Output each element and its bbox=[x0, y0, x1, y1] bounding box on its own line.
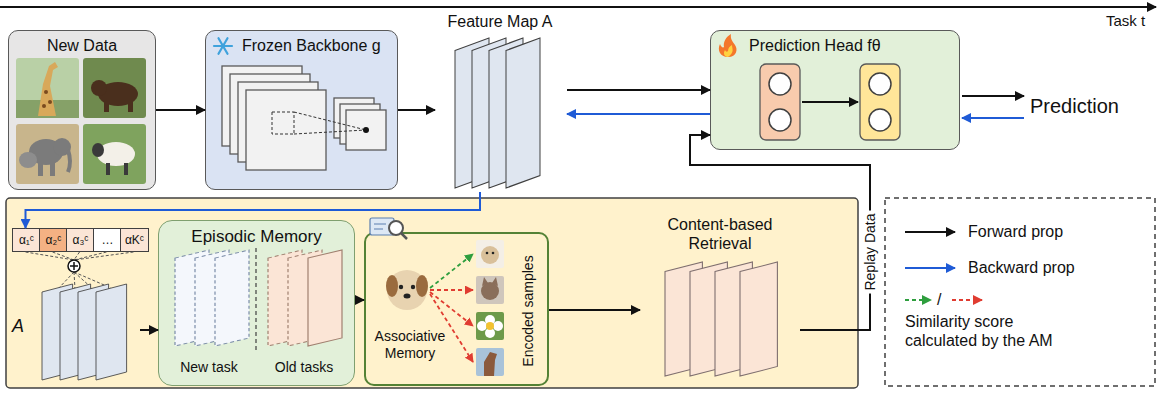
legend-sample bbox=[905, 267, 955, 269]
arrow-connector bbox=[355, 299, 364, 301]
legend-sample bbox=[952, 299, 982, 301]
weighting-lines bbox=[26, 252, 134, 290]
cat-photo bbox=[476, 276, 504, 304]
weight-cell: α₁ᶜ bbox=[12, 228, 41, 252]
conv-kernel bbox=[272, 112, 369, 134]
edge-label: Replay Data bbox=[862, 210, 879, 293]
legend-text: Backward prop bbox=[968, 258, 1138, 277]
associative-memory-box: Associative Memory Encoded samples bbox=[364, 232, 549, 386]
weight-cell: αKᶜ bbox=[120, 228, 149, 252]
arrow-connector bbox=[567, 89, 710, 91]
gradient-arrow bbox=[962, 117, 1024, 119]
box-title: New Data bbox=[9, 36, 155, 55]
horse-photo bbox=[476, 348, 504, 376]
fire-icon bbox=[719, 34, 737, 57]
box-title: Frozen Backbone g bbox=[242, 36, 394, 55]
arrow-connector bbox=[140, 329, 158, 331]
legend-sample bbox=[905, 231, 955, 233]
weight-symbol: … bbox=[94, 233, 121, 247]
mlp-layers bbox=[760, 64, 900, 140]
retrieved-maps bbox=[665, 262, 777, 376]
memory-label: Associative Memory bbox=[366, 328, 454, 362]
output-arrow bbox=[962, 95, 1024, 97]
map-title: Content-based Retrieval bbox=[660, 215, 780, 253]
bear-photo bbox=[83, 58, 146, 118]
weight-symbol: αKᶜ bbox=[121, 233, 148, 247]
feature-map-stack bbox=[455, 38, 540, 188]
weight-symbol: α₂ᶜ bbox=[40, 233, 67, 247]
query-puppy bbox=[386, 270, 428, 310]
weight-cell: α₂ᶜ bbox=[39, 228, 68, 252]
flower-photo bbox=[476, 312, 504, 340]
timeline-label: Task t bbox=[1106, 12, 1156, 30]
snowflake-icon bbox=[214, 38, 232, 54]
fire-icon bbox=[724, 45, 733, 57]
search-icon bbox=[370, 218, 407, 239]
box-title: Prediction Head fθ bbox=[749, 36, 955, 55]
conv-layers bbox=[222, 66, 386, 170]
sheep-photo bbox=[83, 124, 146, 184]
memory-panel bbox=[6, 198, 858, 388]
section-label: Old tasks bbox=[259, 359, 349, 376]
output-label: Prediction bbox=[1030, 94, 1156, 118]
feature-map-stack bbox=[42, 284, 127, 380]
similarity-arrows bbox=[430, 254, 473, 362]
weight-cell: α₃ᶜ bbox=[66, 228, 95, 252]
weight-cell: … bbox=[93, 228, 122, 252]
legend-text: Forward prop bbox=[968, 222, 1138, 241]
legend-text: Similarity score calculated by the AM bbox=[905, 312, 1080, 350]
box-title: Episodic Memory bbox=[159, 227, 354, 247]
old-task-maps bbox=[268, 250, 342, 346]
weight-symbol: α₃ᶜ bbox=[67, 233, 94, 247]
divider-line bbox=[255, 248, 256, 352]
arrow-connector bbox=[567, 113, 710, 115]
sum-symbol bbox=[68, 260, 80, 272]
dog-photo bbox=[476, 240, 504, 268]
arrow-connector bbox=[26, 192, 481, 228]
samples-label: Encoded samples bbox=[520, 251, 537, 371]
map-title: Feature Map A bbox=[435, 12, 565, 31]
map-symbol: A bbox=[12, 316, 34, 338]
arrow-connector bbox=[690, 135, 870, 330]
elephant-photo bbox=[16, 124, 79, 184]
arrow-connector bbox=[549, 309, 640, 311]
weight-symbol: α₁ᶜ bbox=[13, 233, 40, 247]
new-task-maps bbox=[175, 250, 249, 346]
section-label: New task bbox=[164, 359, 254, 376]
arrow-connector bbox=[156, 109, 205, 111]
giraffe-photo bbox=[16, 58, 79, 118]
timeline-arrow bbox=[0, 6, 1156, 8]
legend-sample bbox=[905, 299, 931, 301]
legend-box bbox=[885, 198, 1155, 386]
separator-mark: / bbox=[937, 290, 949, 309]
prediction-head-box: Prediction Head fθ bbox=[710, 30, 960, 150]
arrow-connector bbox=[398, 109, 435, 111]
